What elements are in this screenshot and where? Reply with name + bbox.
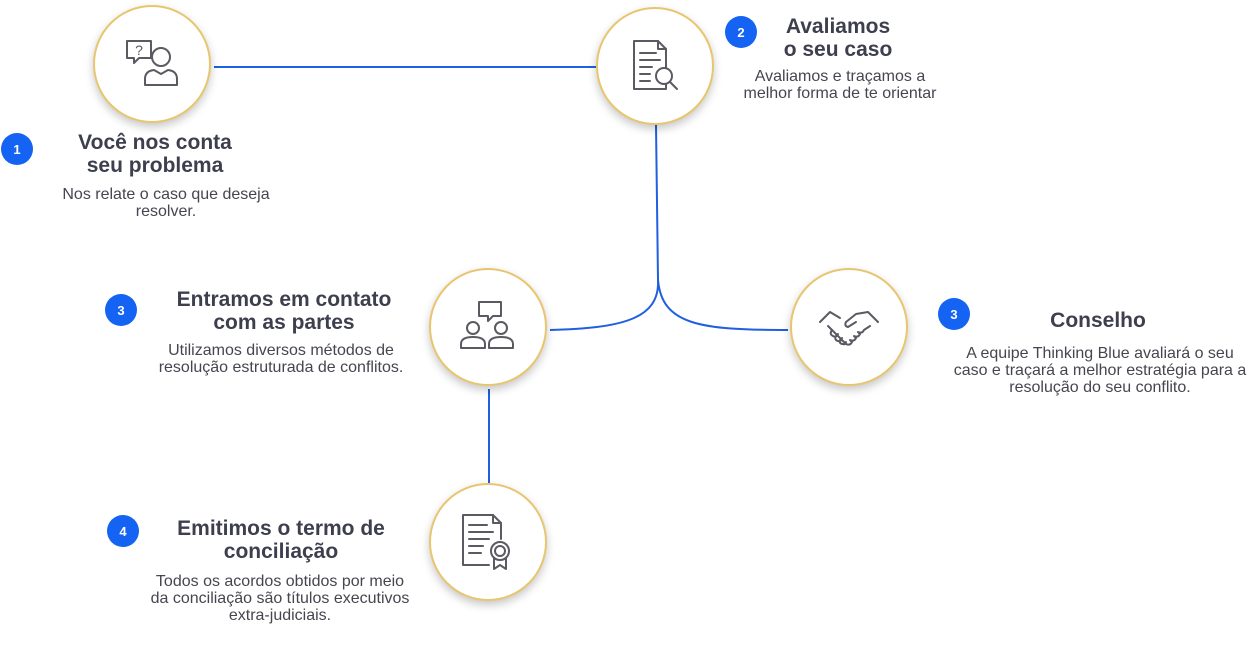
connector-step2-trunk xyxy=(655,124,659,281)
step3a-circle xyxy=(429,268,547,386)
certificate-icon xyxy=(462,514,510,570)
step3a-title: Entramos em contato com as partes xyxy=(150,288,418,334)
step4-title-line2: conciliação xyxy=(223,540,339,563)
question-person-icon: ? xyxy=(126,40,178,86)
step4-description: Todos os acordos obtidos por meio da con… xyxy=(150,573,410,624)
step3a-description: Utilizamos diversos métodos de resolução… xyxy=(158,342,404,376)
document-search-icon xyxy=(633,40,678,90)
handshake-icon xyxy=(819,311,879,346)
step3b-badge: 3 xyxy=(938,298,970,330)
step4-title-line1: Emitimos o termo de xyxy=(177,517,385,540)
step2-title: Avaliamos o seu caso xyxy=(750,15,926,61)
step1-title: Você nos conta seu problema xyxy=(40,131,270,177)
step3b-title-line1: Conselho xyxy=(1050,309,1146,332)
step1-title-line2: seu problema xyxy=(86,154,224,177)
step2-badge: 2 xyxy=(725,16,757,48)
step3a-badge: 3 xyxy=(105,294,137,326)
step3b-circle xyxy=(790,268,908,386)
step1-badge: 1 xyxy=(1,133,33,165)
step2-title-line1: Avaliamos xyxy=(785,15,891,38)
svg-text:?: ? xyxy=(135,42,143,58)
step4-circle xyxy=(429,483,547,601)
step3b-description: A equipe Thinking Blue avaliará o seu ca… xyxy=(953,345,1247,396)
step1-title-line1: Você nos conta xyxy=(78,131,232,154)
step3a-title-line2: com as partes xyxy=(213,311,355,334)
step4-title: Emitimos o termo de conciliação xyxy=(150,517,412,563)
step2-circle xyxy=(596,7,714,125)
step2-title-line2: o seu caso xyxy=(783,38,893,61)
connector-trunk-step3a xyxy=(549,279,660,331)
step1-description: Nos relate o caso que deseja resolver. xyxy=(62,186,270,220)
step2-description: Avaliamos e traçamos a melhor forma de t… xyxy=(743,68,937,102)
step4-badge: 4 xyxy=(107,515,139,547)
connector-trunk-step3b xyxy=(657,279,789,331)
step3a-title-line1: Entramos em contato xyxy=(176,288,392,311)
step3b-title: Conselho xyxy=(1000,309,1196,332)
step1-circle: ? xyxy=(93,5,211,123)
people-chat-icon xyxy=(460,301,514,349)
